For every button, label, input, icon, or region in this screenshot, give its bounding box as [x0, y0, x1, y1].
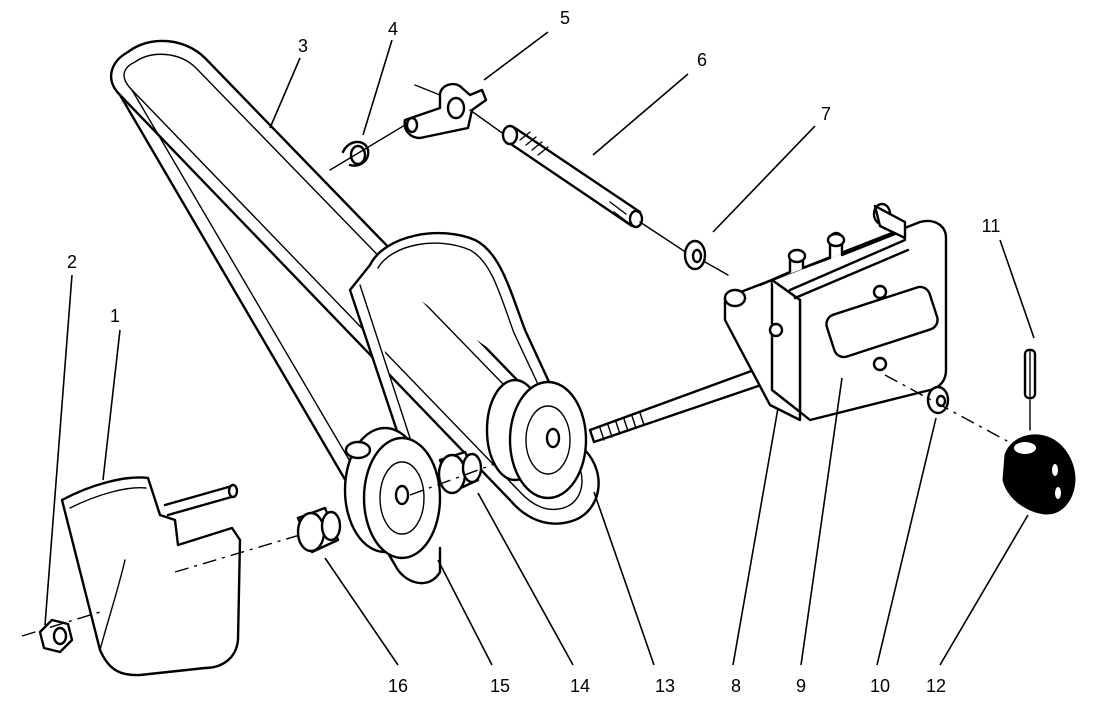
tensioner-housing [723, 202, 948, 422]
retaining-clip [341, 140, 370, 167]
axis-line-nut [21, 611, 101, 637]
hex-nut [38, 618, 74, 654]
callout-1: 1 [110, 306, 120, 326]
callout-12: 12 [926, 676, 946, 696]
spacer-16 [296, 506, 342, 554]
callout-6: 6 [697, 50, 707, 70]
callout-11: 11 [982, 216, 1001, 236]
callout-labels: 1 2 3 4 5 6 7 11 16 15 14 13 8 9 10 12 [67, 8, 1000, 696]
belt-guard-bracket [60, 476, 242, 677]
leader-lines [44, 31, 1035, 666]
callout-10: 10 [870, 676, 890, 696]
axis-line-pulley [409, 439, 561, 496]
callout-14: 14 [570, 676, 590, 696]
callout-3: 3 [298, 36, 308, 56]
axis-line-shaft [469, 109, 506, 136]
coupling [403, 82, 488, 140]
drive-belt-small [348, 231, 557, 442]
callout-4: 4 [388, 19, 398, 39]
callout-8: 8 [731, 676, 741, 696]
callout-2: 2 [67, 252, 77, 272]
axis-line-washer [639, 221, 691, 256]
callout-13: 13 [655, 676, 675, 696]
callout-9: 9 [796, 676, 806, 696]
threaded-rod [588, 364, 772, 444]
roll-pin [1023, 348, 1037, 400]
spacer-14 [437, 450, 483, 495]
callout-16: 16 [388, 676, 408, 696]
axis-line-clip [329, 124, 406, 171]
callout-7: 7 [821, 104, 831, 124]
washer-7 [683, 239, 707, 271]
callout-15: 15 [490, 676, 510, 696]
callout-5: 5 [560, 8, 570, 28]
axis-line-housing [704, 261, 729, 276]
axis-line-knob [884, 374, 1021, 449]
washer-10 [926, 385, 950, 415]
pulley-lower [343, 426, 442, 560]
adjustment-knob [1002, 434, 1076, 515]
shaft [501, 124, 644, 229]
axis-line-spacer-16 [174, 534, 301, 573]
pulley-upper [485, 378, 588, 500]
